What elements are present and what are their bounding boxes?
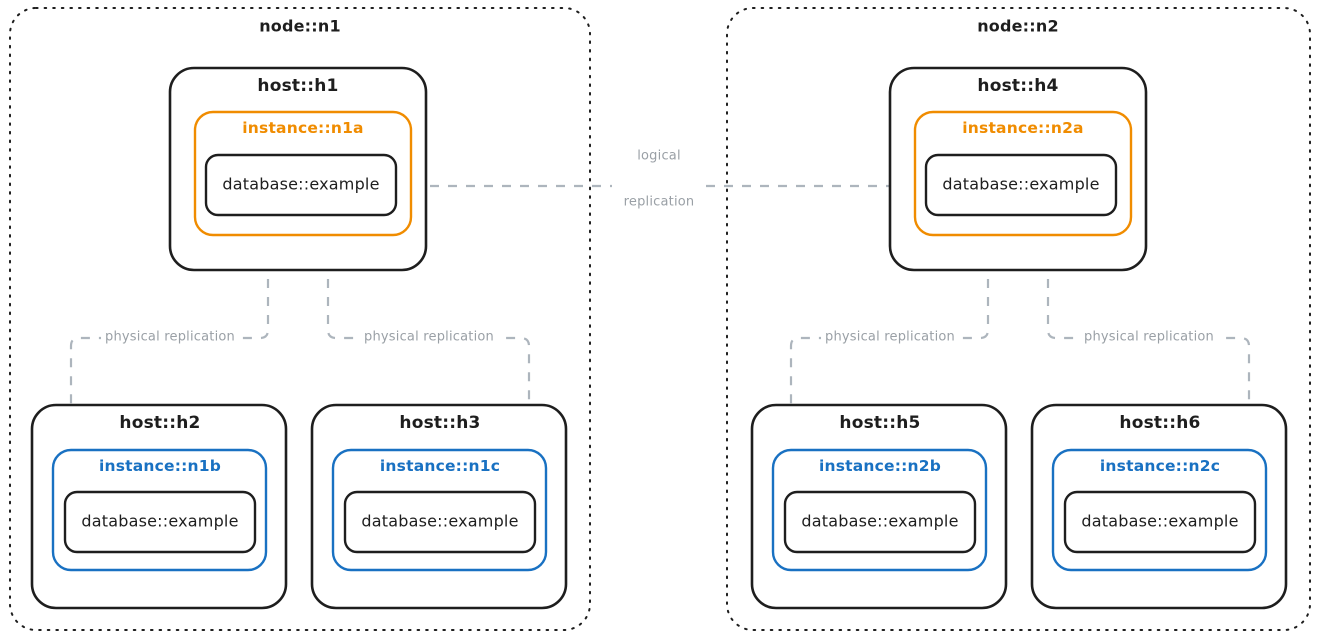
database-box-n1b[interactable]: [63, 490, 257, 554]
instance-box-n2a[interactable]: [913, 110, 1133, 237]
instance-box-n2b[interactable]: [771, 448, 988, 572]
instance-box-n2c[interactable]: [1051, 448, 1268, 572]
edge-physical-n1b-path: [69, 243, 270, 424]
edge-physical-n1c-path: [326, 243, 531, 424]
instance-box-n1c[interactable]: [331, 448, 548, 572]
database-box-n2b[interactable]: [783, 490, 977, 554]
database-box-n1a[interactable]: [204, 153, 398, 217]
node-container-n1[interactable]: [9, 7, 591, 631]
instance-box-n1a[interactable]: [193, 110, 413, 237]
database-box-n1c[interactable]: [343, 490, 537, 554]
node-container-n2[interactable]: [726, 7, 1311, 631]
database-box-n2c[interactable]: [1063, 490, 1257, 554]
database-box-n2a[interactable]: [924, 153, 1118, 217]
edge-physical-n2b-path: [789, 243, 990, 424]
edge-physical-n2c-path: [1046, 243, 1251, 424]
instance-box-n1b[interactable]: [51, 448, 268, 572]
